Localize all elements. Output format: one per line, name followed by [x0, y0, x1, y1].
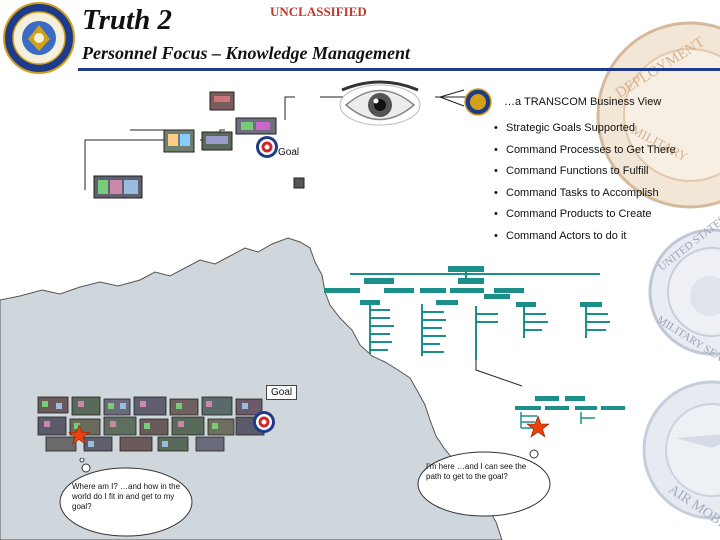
- process-thumbnails-cluster: [37, 396, 265, 452]
- process-box: [293, 177, 305, 189]
- thought-bubble-found: [417, 449, 551, 517]
- target-icon: [256, 136, 278, 158]
- business-view-list: •Strategic Goals Supported •Command Proc…: [494, 118, 676, 248]
- process-box: [201, 131, 233, 151]
- star-icon: [68, 424, 90, 445]
- header-divider: [78, 68, 720, 71]
- list-item: •Command Processes to Get There: [494, 143, 676, 156]
- goal-label-bottom: Goal: [266, 385, 298, 400]
- page-title: Truth 2: [82, 4, 172, 36]
- process-thumbnails: [93, 91, 305, 199]
- amc-seal-icon: AIR MOBILITY: [642, 380, 720, 540]
- thought-bubble-found-text: I'm here …and I can see the path to get …: [426, 462, 527, 481]
- list-item: •Command Tasks to Accomplish: [494, 186, 659, 199]
- target-icon: [253, 411, 275, 433]
- list-item: •Strategic Goals Supported: [494, 122, 636, 134]
- process-box: [93, 175, 143, 199]
- list-item: •Command Functions to Fulfill: [494, 165, 649, 178]
- process-box: [235, 117, 277, 135]
- list-item: •Command Actors to do it: [494, 229, 627, 242]
- transcom-seal-small-icon: [464, 88, 492, 116]
- business-view-label: …a TRANSCOM Business View: [504, 96, 662, 108]
- list-item: •Command Products to Create: [494, 208, 652, 221]
- thought-bubble-lost-text: Where am I? …and how in the world do I f…: [72, 482, 181, 511]
- process-flow-diagram: [84, 80, 492, 190]
- eye-icon: [339, 80, 421, 126]
- goal-label-top: Goal: [278, 147, 300, 158]
- thought-bubble-lost: [59, 458, 193, 537]
- page-subtitle: Personnel Focus – Knowledge Management: [82, 43, 411, 63]
- process-box: [163, 129, 195, 153]
- classification-banner: UNCLASSIFIED: [270, 4, 367, 19]
- transcom-seal-icon: [3, 2, 75, 74]
- process-box: [209, 91, 235, 111]
- org-chart-small: [515, 396, 625, 429]
- org-chart: [324, 266, 610, 387]
- star-icon: [526, 415, 550, 438]
